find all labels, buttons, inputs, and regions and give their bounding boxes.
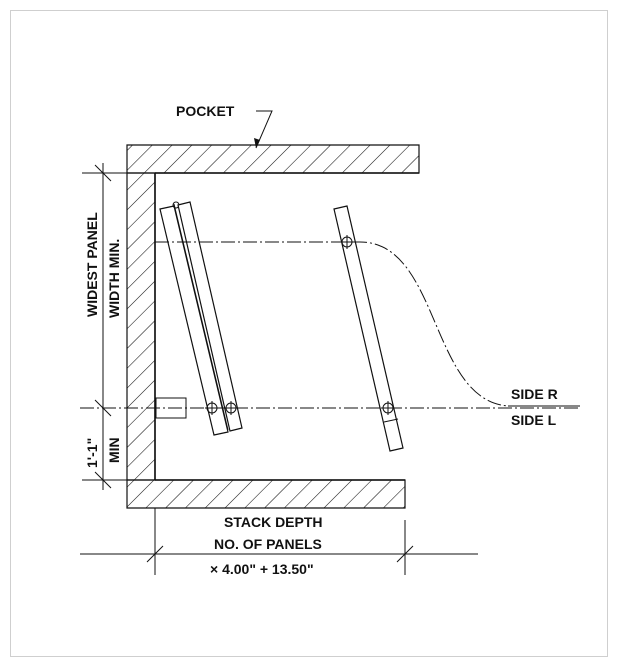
no-of-panels-label: NO. OF PANELS	[214, 536, 322, 552]
pocket-wall-top	[126, 144, 420, 174]
widest-panel-label: WIDEST PANEL	[84, 212, 100, 317]
centerlines	[80, 241, 580, 409]
side-l-label: SIDE L	[511, 412, 557, 428]
pocket-leader: POCKET	[176, 103, 273, 149]
width-min-label: WIDTH MIN.	[106, 239, 122, 318]
pocket-walls	[126, 144, 420, 509]
dim-1-1-label: 1'-1"	[84, 438, 100, 468]
travelling-panel	[333, 205, 404, 452]
pocket-wall-back	[126, 172, 156, 481]
formula-label: × 4.00" + 13.50"	[210, 561, 314, 577]
min-label: MIN	[106, 437, 122, 463]
pocket-wall-bottom	[126, 479, 406, 509]
dimension-stack-depth: STACK DEPTH NO. OF PANELS × 4.00" + 13.5…	[80, 508, 478, 577]
pocket-label: POCKET	[176, 103, 235, 119]
side-r-label: SIDE R	[511, 386, 558, 402]
dimension-1-1-min: 1'-1" MIN	[82, 437, 127, 489]
stack-depth-label: STACK DEPTH	[224, 514, 323, 530]
drawing-frame	[10, 10, 608, 657]
stacked-panel-2	[177, 201, 243, 432]
dimension-widest-panel: WIDEST PANEL WIDTH MIN.	[82, 163, 127, 490]
